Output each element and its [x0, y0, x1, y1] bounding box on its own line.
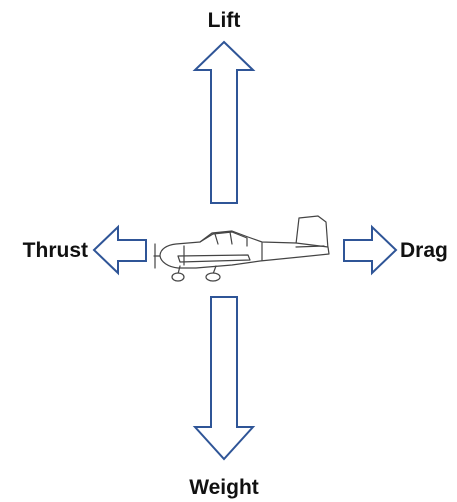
- weight-label: Weight: [189, 476, 259, 499]
- drag-arrow: [343, 224, 398, 276]
- lift-label: Lift: [208, 9, 241, 32]
- thrust-arrow: [92, 224, 147, 276]
- airplane-icon: [153, 215, 330, 282]
- lift-arrow: [192, 40, 256, 204]
- thrust-label: Thrust: [23, 239, 88, 262]
- weight-arrow: [192, 296, 256, 461]
- drag-label: Drag: [400, 239, 448, 262]
